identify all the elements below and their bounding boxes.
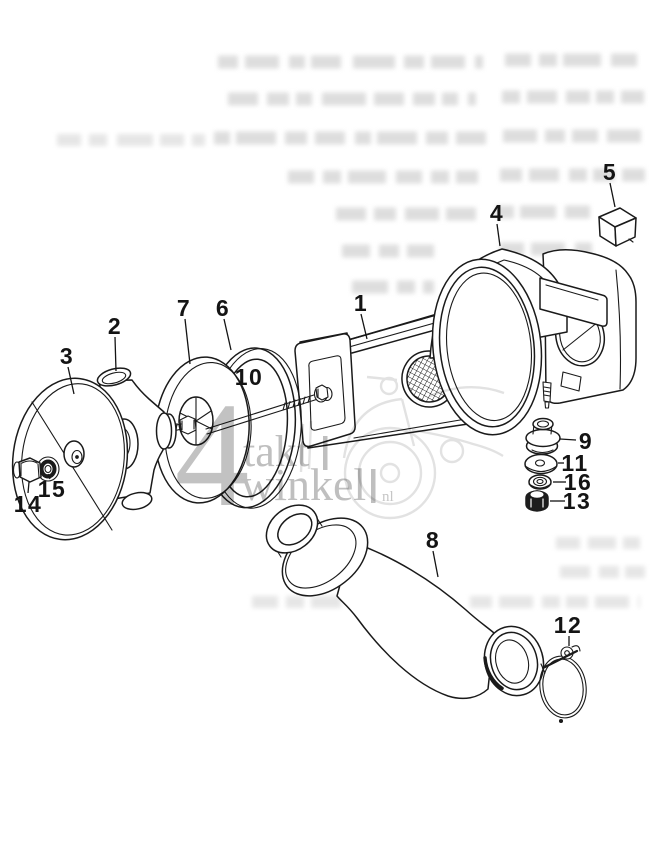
part-label-7: 7 xyxy=(177,295,191,321)
ghost-moped-outline xyxy=(299,375,505,520)
leader-3 xyxy=(67,366,75,395)
part-label-15: 15 xyxy=(38,476,67,502)
part-label-14: 14 xyxy=(14,491,43,517)
part-number-labels: 1 2 3 4 5 6 7 8 9 10 11 12 13 14 15 16 xyxy=(14,159,617,638)
part-9-grommet xyxy=(525,417,561,455)
tube-end-ring xyxy=(265,504,319,554)
leader-9 xyxy=(559,438,577,441)
leader-6 xyxy=(223,318,232,351)
part-11-washer xyxy=(524,453,558,475)
watermark-suffix: nl xyxy=(382,489,394,505)
part-8-connecting-tube xyxy=(265,504,545,700)
part-label-11: 11 xyxy=(561,450,588,476)
part-label-13: 13 xyxy=(563,488,592,514)
part-12-band-clamp xyxy=(539,645,587,724)
leader-7 xyxy=(184,318,191,365)
part-16-washer xyxy=(528,474,552,490)
part-label-12: 12 xyxy=(554,612,583,638)
part-label-1: 1 xyxy=(354,290,368,316)
part-14-nut xyxy=(12,457,42,483)
part-label-2: 2 xyxy=(108,313,122,339)
part-15-washer xyxy=(36,456,60,482)
leader-2 xyxy=(114,336,117,372)
part-label-10: 10 xyxy=(235,364,264,390)
housing-foot-tab xyxy=(560,371,582,392)
leader-4 xyxy=(496,223,501,247)
leader-1 xyxy=(360,313,368,340)
watermark-numeral: 4 xyxy=(175,372,250,538)
leader-15 xyxy=(47,473,51,480)
part-label-4: 4 xyxy=(490,200,504,226)
part-3-outer-cover xyxy=(11,377,129,541)
part-label-3: 3 xyxy=(60,343,74,369)
watermark-bar-1 xyxy=(323,436,328,470)
watermark: 4 takt winkel nl xyxy=(175,372,394,538)
part-label-9: 9 xyxy=(579,428,593,454)
tube-mouth xyxy=(483,625,545,697)
leader-8 xyxy=(432,550,439,578)
part-label-5: 5 xyxy=(603,159,617,185)
part-label-6: 6 xyxy=(216,295,230,321)
dome-tab xyxy=(539,277,608,327)
part-5-cap xyxy=(598,207,637,247)
part-label-8: 8 xyxy=(426,527,440,553)
air-cleaner-exploded-view xyxy=(11,207,637,724)
leader-14 xyxy=(27,481,30,494)
part-label-16: 16 xyxy=(564,469,593,495)
watermark-word-takt: takt xyxy=(243,427,309,476)
part-10-setting-bolt xyxy=(205,384,329,435)
housing-drain-bolt xyxy=(542,381,552,409)
watermark-bar-2 xyxy=(371,469,376,503)
leader-5 xyxy=(609,182,616,208)
housing-mouth-rim xyxy=(431,258,543,436)
part-13-nut xyxy=(525,490,549,512)
leader-lines xyxy=(27,182,616,646)
watermark-word-winkel: winkel xyxy=(241,459,366,510)
